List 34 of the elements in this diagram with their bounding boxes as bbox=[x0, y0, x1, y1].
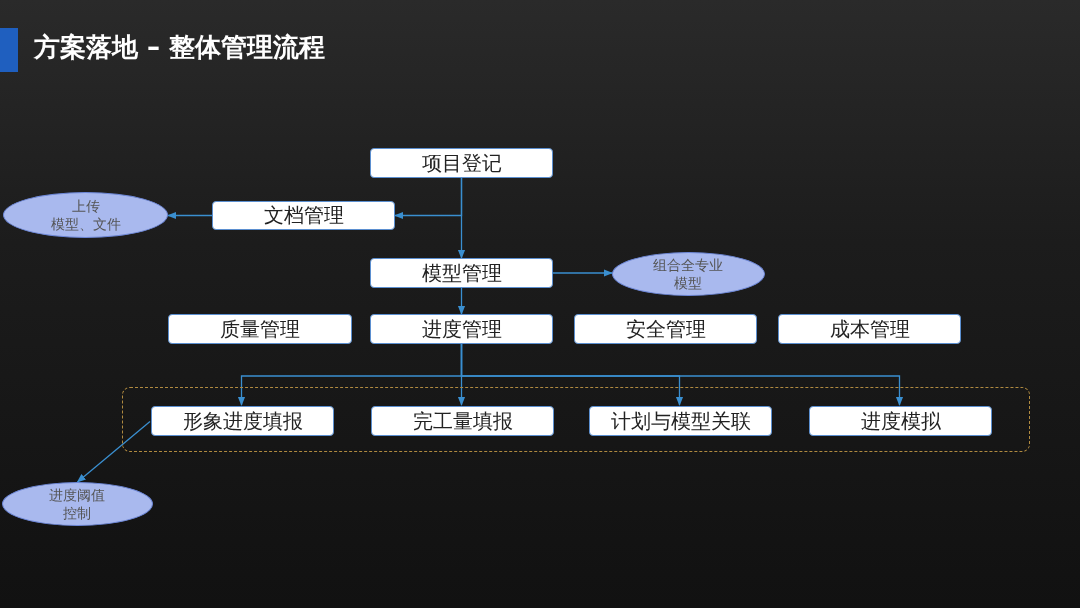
node-label: 上传 bbox=[71, 196, 100, 215]
node-label: 进度模拟 bbox=[860, 407, 941, 435]
process-box bbox=[371, 406, 554, 436]
arrow bbox=[167, 211, 213, 220]
process-box bbox=[370, 148, 553, 178]
node-label: 组合全专业模型 bbox=[652, 255, 725, 293]
node-label: 安全管理 bbox=[625, 315, 706, 343]
arrow bbox=[457, 287, 466, 315]
process-box bbox=[809, 406, 992, 436]
arrow bbox=[552, 269, 613, 277]
node-label: 进度阈值控制 bbox=[48, 485, 107, 523]
process-box bbox=[151, 406, 334, 436]
node-label: 计划与模型关联 bbox=[610, 407, 751, 435]
node-label: 文档管理 bbox=[263, 202, 344, 229]
node-label: 模型管理 bbox=[421, 259, 502, 287]
process-box bbox=[168, 314, 352, 344]
process-box bbox=[778, 314, 961, 344]
node-label: 项目登记 bbox=[421, 149, 502, 177]
process-box bbox=[589, 406, 772, 436]
node-label: 进度管理 bbox=[421, 315, 502, 343]
process-box bbox=[370, 258, 553, 288]
node-label: 质量管理 bbox=[220, 315, 300, 343]
arrow bbox=[460, 343, 904, 406]
node-label: 形象进度填报 bbox=[182, 407, 303, 435]
process-box bbox=[574, 314, 757, 344]
group-frame bbox=[122, 387, 1030, 452]
arrow bbox=[76, 420, 151, 483]
process-box bbox=[212, 201, 395, 230]
node-label: 成本管理 bbox=[829, 315, 910, 343]
slide-title: 方案落地 – 整体管理流程 bbox=[34, 31, 326, 64]
process-box bbox=[370, 314, 553, 344]
node-label: 完工量填报 bbox=[412, 407, 513, 435]
node-label: 模型、文件 bbox=[50, 215, 121, 234]
arrow bbox=[457, 177, 466, 259]
